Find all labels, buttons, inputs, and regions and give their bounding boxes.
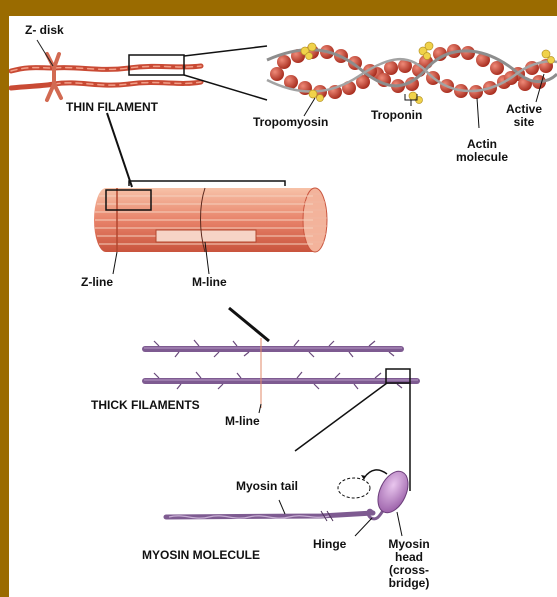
myosin-molecule-label: MYOSIN MOLECULE (142, 549, 260, 562)
z-disk-pointer (37, 40, 53, 66)
thin-filament-strands (11, 54, 201, 100)
actin-helix (267, 42, 557, 104)
actin-molecule-label: Actin molecule (447, 138, 517, 164)
thick-filaments-label: THICK FILAMENTS (91, 399, 200, 412)
z-line-label: Z-line (81, 276, 113, 289)
troponin-label: Troponin (371, 109, 422, 122)
myosin-molecule (166, 467, 414, 521)
hinge-label: Hinge (313, 538, 346, 551)
diagram-panel: Z- disk THIN FILAMENT Tropomyosin Tropon… (9, 16, 557, 597)
thin-filament-label: THIN FILAMENT (66, 101, 158, 114)
m-line-label-bottom: M-line (225, 415, 260, 428)
myosin-tail-label: Myosin tail (236, 480, 298, 493)
tropomyosin-label: Tropomyosin (253, 116, 328, 129)
z-disk-label: Z- disk (25, 24, 64, 37)
myofibril-cylinder (94, 188, 327, 252)
active-site-label: Active site (499, 103, 549, 129)
m-line-label-top: M-line (192, 276, 227, 289)
myosin-head-label: Myosin head (cross- bridge) (381, 538, 437, 590)
